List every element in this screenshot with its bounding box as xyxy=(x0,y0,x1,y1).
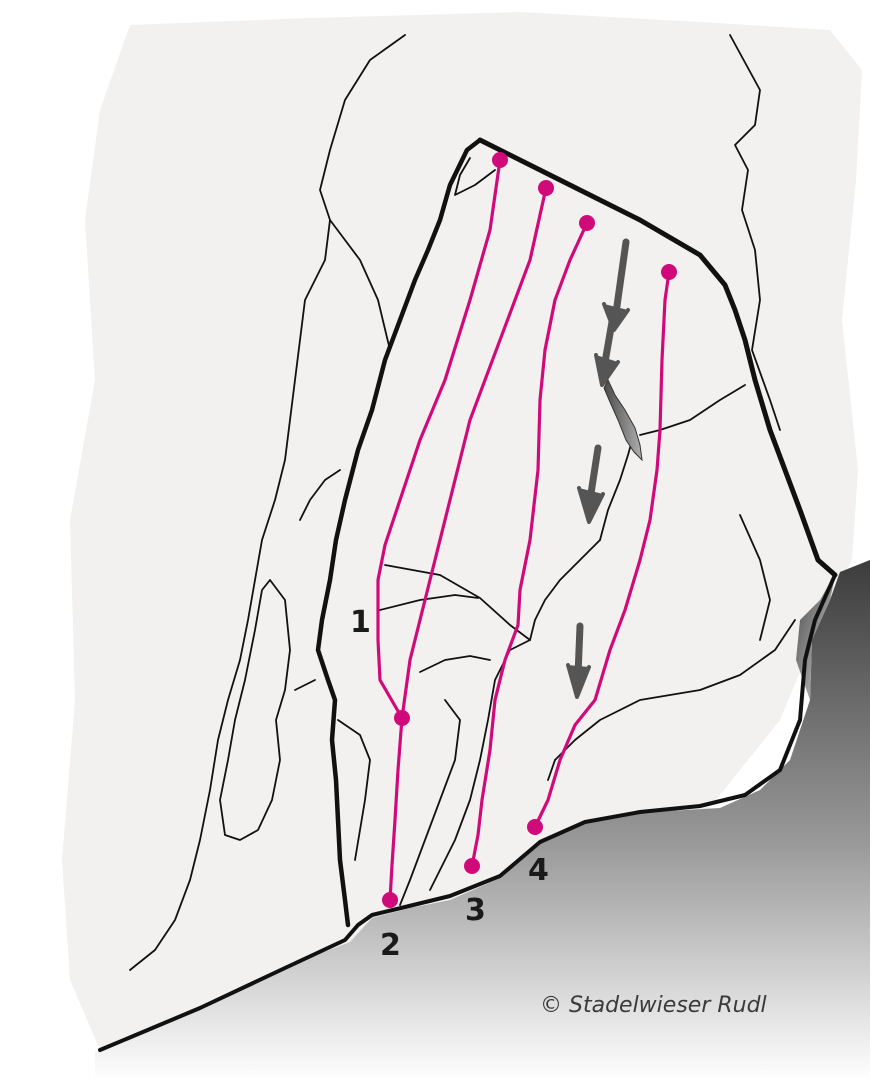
route-top-point[interactable] xyxy=(492,152,508,168)
route-points xyxy=(382,152,677,908)
route-line-1[interactable] xyxy=(376,158,502,720)
descent-arrows xyxy=(566,238,630,699)
route-start-point[interactable] xyxy=(394,710,410,726)
route-labels: 1 2 3 4 xyxy=(350,605,549,963)
route-label-2: 2 xyxy=(380,928,401,963)
route-label-1: 1 xyxy=(350,605,371,640)
arrow-down-icon xyxy=(566,622,591,699)
copyright-credit: © Stadelwieser Rudl xyxy=(540,993,767,1018)
route-top-point[interactable] xyxy=(579,215,595,231)
shaded-crack xyxy=(603,378,643,462)
route-top-point[interactable] xyxy=(661,264,677,280)
route-lines xyxy=(376,158,671,902)
ground-slope xyxy=(95,560,870,1080)
route-start-point[interactable] xyxy=(382,892,398,908)
route-start-point[interactable] xyxy=(464,858,480,874)
route-label-3: 3 xyxy=(465,893,486,928)
arrow-down-icon xyxy=(594,318,620,387)
route-line-4[interactable] xyxy=(533,270,671,829)
route-top-point[interactable] xyxy=(538,180,554,196)
route-start-point[interactable] xyxy=(527,819,543,835)
route-label-4: 4 xyxy=(528,853,549,888)
arrow-down-icon xyxy=(577,444,605,524)
route-line-3[interactable] xyxy=(470,221,589,868)
boulder-outline xyxy=(98,137,838,1052)
route-line-2[interactable] xyxy=(388,186,548,902)
